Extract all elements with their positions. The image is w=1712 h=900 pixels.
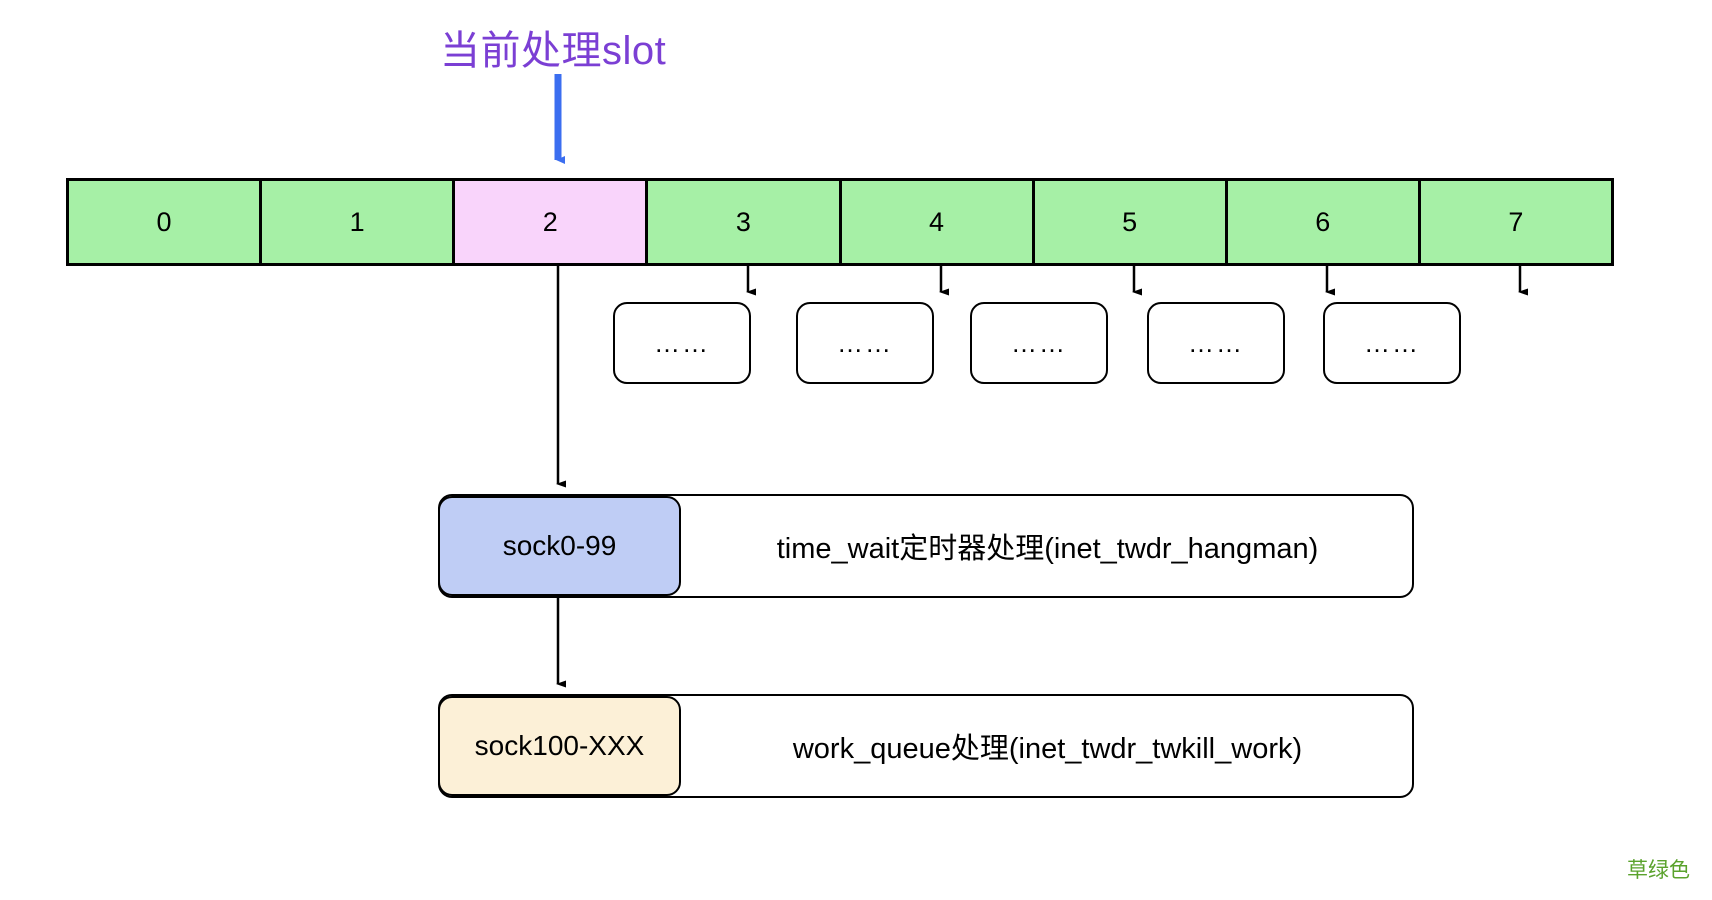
slot-cell-7[interactable]: 7: [1420, 181, 1611, 263]
slot-strip: 0 1 2 3 4 5 6 7: [66, 178, 1614, 266]
row-sock0-99-text: time_wait定时器处理(inet_twdr_hangman): [776, 533, 1319, 565]
slot-cell-0[interactable]: 0: [69, 181, 263, 263]
row-sock0-99: sock0-99 time_wait定时器处理(inet_twdr_hangma…: [438, 494, 1414, 598]
row-sock0-99-tag: sock0-99: [438, 496, 681, 596]
slot-cell-2-active[interactable]: 2: [455, 181, 649, 263]
dots-box-slot-4: ……: [796, 302, 934, 384]
slot-cell-5[interactable]: 5: [1034, 181, 1228, 263]
slot-cell-4[interactable]: 4: [841, 181, 1035, 263]
watermark-label: 草绿色: [1627, 859, 1690, 882]
dots-box-slot-5: ……: [970, 302, 1108, 384]
dots-box-slot-6: ……: [1147, 302, 1285, 384]
slot-cell-1[interactable]: 1: [262, 181, 456, 263]
row-sock100-xxx-text: work_queue处理(inet_twdr_twkill_work): [792, 733, 1303, 765]
page-title: 当前处理slot: [440, 29, 667, 73]
slot-cell-3[interactable]: 3: [648, 181, 842, 263]
row-sock100-xxx: sock100-XXX work_queue处理(inet_twdr_twkil…: [438, 694, 1414, 798]
row-sock100-xxx-tag: sock100-XXX: [438, 696, 681, 796]
dots-box-slot-3: ……: [613, 302, 751, 384]
slot-cell-6[interactable]: 6: [1227, 181, 1421, 263]
dots-box-slot-7: ……: [1323, 302, 1461, 384]
